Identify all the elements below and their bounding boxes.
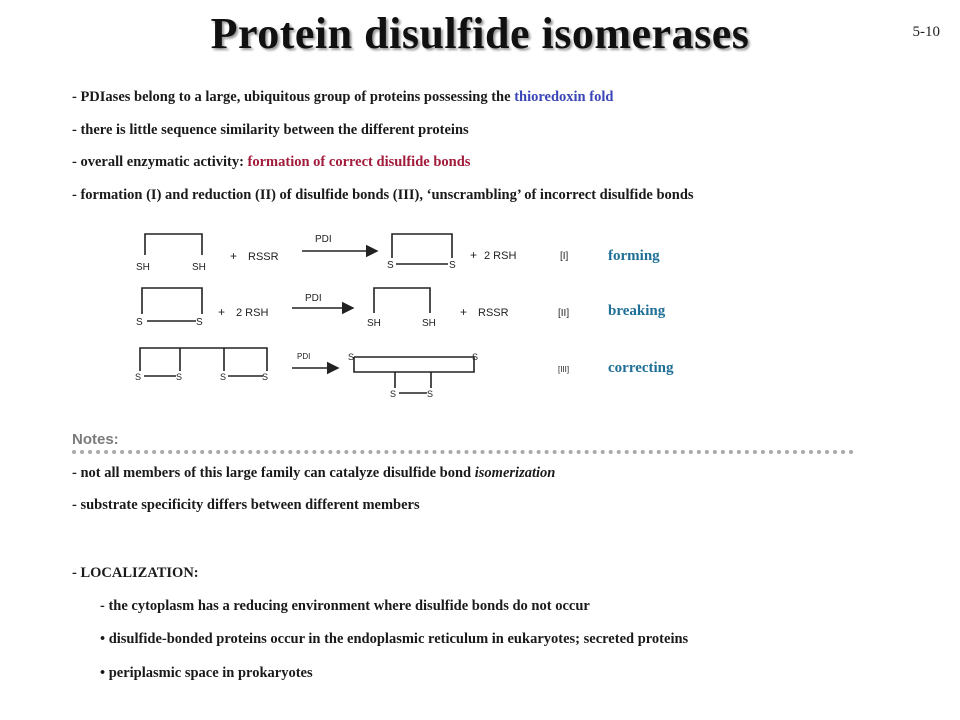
tag-i: [I] (560, 251, 569, 262)
label-correcting: correcting (608, 360, 674, 376)
note-text: - not all members of this large family c… (72, 465, 475, 481)
plus-sign: + (218, 305, 225, 319)
sh-label: SH (422, 318, 436, 329)
pdi-label: PDI (297, 352, 310, 361)
s-label: S (390, 389, 396, 399)
plus-sign: + (230, 249, 237, 263)
localization-cytoplasm: - the cytoplasm has a reducing environme… (100, 598, 590, 614)
pdi-label: PDI (315, 234, 332, 245)
bullet-enzymatic-activity: - overall enzymatic activity: formation … (72, 152, 932, 185)
pdi-label: PDI (305, 293, 322, 304)
bullet-list: - PDIases belong to a large, ubiquitous … (72, 87, 932, 218)
note-specificity: - substrate specificity differs between … (72, 497, 420, 514)
bullet-formation-reduction: - formation (I) and reduction (II) of di… (72, 185, 932, 218)
bullet-text: - overall enzymatic activity: (72, 154, 248, 171)
plus-sign: + (460, 305, 467, 319)
s-label: S (387, 260, 394, 271)
note-isomerization: - not all members of this large family c… (72, 465, 555, 482)
disulfide-reaction-diagram: SH SH + RSSR PDI S S + 2 RSH [I] S S + 2… (135, 233, 569, 399)
s-label: S (348, 352, 354, 362)
rssr-label: RSSR (478, 307, 509, 319)
rsh-label: 2 RSH (484, 250, 516, 262)
dotted-divider (72, 450, 854, 454)
s-label: S (135, 372, 141, 382)
label-breaking: breaking (608, 303, 666, 319)
sh-label: SH (367, 318, 381, 329)
bullet-text: - formation (I) and reduction (II) of di… (72, 187, 694, 204)
tag-ii: [II] (558, 308, 569, 319)
s-label: S (220, 372, 226, 382)
s-label: S (136, 317, 143, 328)
s-label: S (262, 372, 268, 382)
localization-periplasm: • periplasmic space in prokaryotes (100, 665, 313, 681)
tag-iii: [III] (558, 365, 569, 374)
localization-heading: - LOCALIZATION: (72, 565, 199, 581)
sh-label: SH (192, 262, 206, 273)
bullet-text: - PDIases belong to a large, ubiquitous … (72, 89, 515, 105)
thioredoxin-fold-highlight: thioredoxin fold (514, 89, 614, 105)
page-title: Protein disulfide isomerases (210, 9, 750, 58)
plus-sign: + (470, 248, 477, 262)
bullet-sequence-similarity: - there is little sequence similarity be… (72, 120, 932, 153)
s-label: S (449, 260, 456, 271)
sh-label: SH (136, 262, 150, 273)
s-label: S (196, 317, 203, 328)
note-text: - substrate specificity differs between … (72, 497, 420, 513)
rssr-label: RSSR (248, 251, 279, 263)
rsh-label: 2 RSH (236, 307, 268, 319)
label-forming: forming (608, 248, 660, 264)
localization-er: • disulfide-bonded proteins occur in the… (100, 631, 689, 647)
s-label: S (472, 352, 478, 362)
correct-disulfide-highlight: formation of correct disulfide bonds (247, 154, 471, 171)
notes-heading: Notes: (72, 431, 119, 448)
bullet-text: - there is little sequence similarity be… (72, 121, 469, 138)
note-italic: isomerization (474, 465, 556, 481)
bullet-thioredoxin: - PDIases belong to a large, ubiquitous … (72, 87, 932, 120)
s-label: S (176, 372, 182, 382)
slide-number: 5-10 (912, 24, 941, 40)
s-label: S (427, 389, 433, 399)
